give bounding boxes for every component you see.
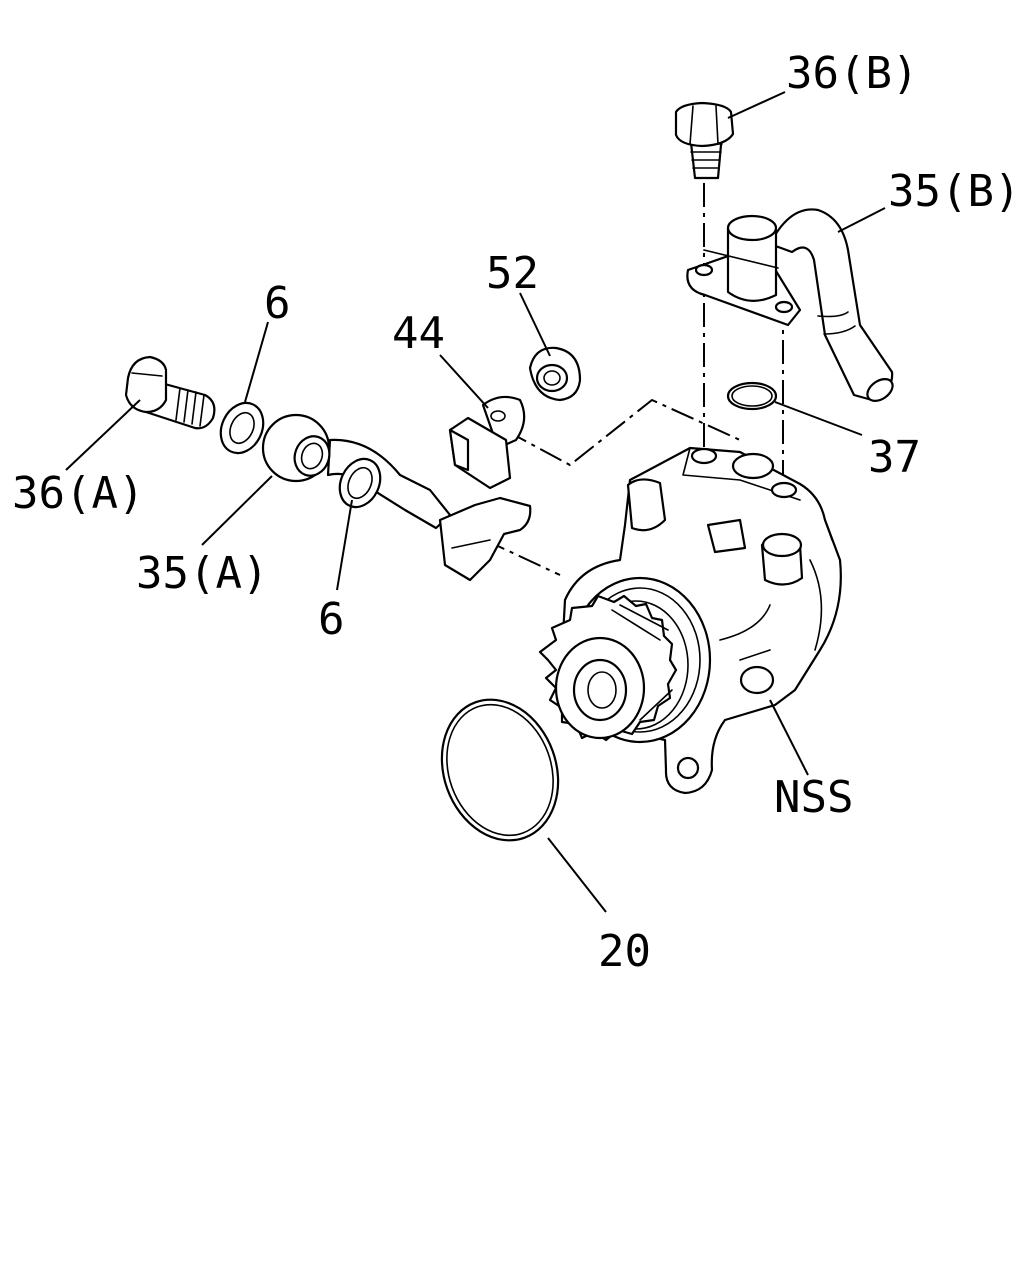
label-bolt-a: 36(A): [12, 468, 144, 519]
label-bolt-b: 36(B): [786, 48, 918, 99]
bolt-a: [124, 355, 216, 430]
part-labels: 36(B) 35(B) 52 44 6 36(A) 35(A) 6 37 NSS…: [12, 48, 1020, 977]
label-clip: 44: [392, 308, 445, 359]
label-o-ring-small: 37: [868, 432, 921, 483]
o-ring-small: [726, 381, 778, 411]
pump-body: [538, 446, 842, 795]
label-washer-upper: 6: [264, 278, 291, 329]
pipe-b: [686, 208, 894, 403]
leader-lines: [65, 91, 886, 913]
label-washer-lower: 6: [318, 594, 345, 645]
label-pipe-a: 35(A): [136, 548, 268, 599]
label-pipe-b: 35(B): [888, 166, 1020, 217]
bolt-b: [674, 101, 735, 180]
label-pump-body: NSS: [774, 772, 853, 823]
washer-lower: [338, 457, 382, 509]
washer-upper: [219, 401, 265, 455]
nut: [528, 346, 582, 402]
o-ring-large: [440, 698, 560, 842]
clip: [448, 395, 526, 490]
label-nut: 52: [486, 248, 539, 299]
label-o-ring-large: 20: [598, 926, 651, 977]
